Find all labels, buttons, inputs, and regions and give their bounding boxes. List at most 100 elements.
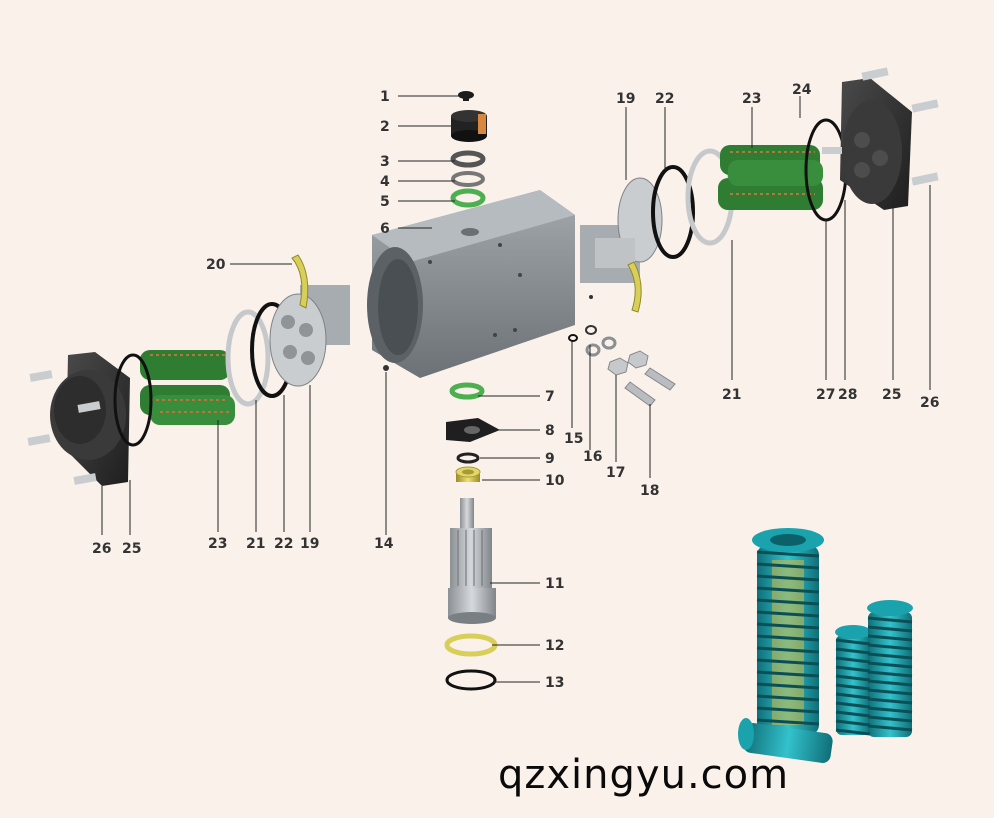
coil-stripe	[835, 701, 871, 709]
label-5: 5	[380, 194, 390, 210]
coil-stripe	[867, 715, 913, 723]
label-7: 7	[545, 389, 555, 405]
coil-stripe	[756, 598, 820, 606]
coil-stripe	[756, 682, 820, 690]
left-cap-bolts	[27, 370, 101, 485]
label-26-right: 26	[920, 395, 939, 411]
label-24: 24	[792, 82, 812, 98]
coil-stripe	[756, 718, 820, 726]
label-23-left: 23	[208, 536, 227, 552]
o-ring-7	[449, 382, 485, 400]
indicator-cap	[458, 91, 474, 101]
right-springs	[718, 145, 823, 210]
washers-16	[585, 295, 617, 357]
label-8: 8	[545, 423, 555, 439]
coil-stripe	[756, 574, 820, 582]
coil-stripe	[756, 694, 820, 702]
coil-stripe	[867, 688, 913, 696]
label-18: 18	[640, 483, 659, 499]
label-26-left: 26	[92, 541, 111, 557]
label-17: 17	[606, 465, 625, 481]
coil-stripe	[756, 610, 820, 618]
label-3: 3	[380, 154, 390, 170]
snap-ring-9	[456, 452, 480, 464]
label-9: 9	[545, 451, 555, 467]
label-20: 20	[206, 257, 226, 273]
coil-stripe	[835, 710, 871, 718]
nuts-17	[607, 350, 649, 376]
coil-stripe	[867, 679, 913, 687]
right-guide-band	[627, 261, 642, 313]
coil-stripe	[835, 647, 871, 655]
label-16: 16	[583, 449, 602, 465]
label-10: 10	[545, 473, 565, 489]
coil-stripe	[835, 719, 871, 727]
label-19-right: 19	[616, 91, 635, 107]
position-indicator	[451, 110, 487, 142]
right-cap-bolts	[822, 67, 939, 186]
bearing-ring-12	[444, 633, 498, 657]
coil-stripe	[867, 706, 913, 714]
o-ring-15	[568, 334, 578, 342]
coil-stripe	[756, 634, 820, 642]
washer-3	[450, 150, 486, 168]
coil-stripe	[835, 683, 871, 691]
left-springs	[140, 350, 235, 425]
label-25-right: 25	[882, 387, 901, 403]
coil-stripe	[835, 665, 871, 673]
o-ring-5	[450, 188, 486, 208]
website-watermark: qzxingyu.com	[498, 752, 790, 798]
right-end-cap	[840, 78, 912, 210]
coil-stripe	[835, 674, 871, 682]
label-21-left: 21	[246, 536, 265, 552]
label-21-right: 21	[722, 387, 741, 403]
label-6: 6	[380, 221, 390, 237]
coil-stripe	[867, 661, 913, 669]
coil-stripe	[756, 550, 820, 558]
label-23-right: 23	[742, 91, 761, 107]
label-14: 14	[374, 536, 394, 552]
label-15: 15	[564, 431, 583, 447]
label-25-left: 25	[122, 541, 141, 557]
label-1: 1	[380, 89, 390, 105]
left-guide-ring-21	[225, 309, 271, 407]
coil-stripe	[756, 562, 820, 570]
left-end-cap	[50, 352, 130, 486]
coil-stripe	[756, 586, 820, 594]
coil-stripe	[835, 692, 871, 700]
coil-stripe	[756, 658, 820, 666]
plug-14	[383, 365, 389, 371]
bolts-18	[624, 367, 676, 407]
label-11: 11	[545, 576, 564, 592]
left-guide-band-20	[291, 254, 309, 309]
label-4: 4	[380, 174, 390, 190]
label-28: 28	[838, 387, 857, 403]
label-12: 12	[545, 638, 564, 654]
coil-stripe	[867, 616, 913, 624]
left-piston-19	[269, 285, 350, 387]
pinion-shaft	[448, 498, 496, 624]
cam-plate-8	[446, 418, 500, 442]
actuator-body	[367, 190, 575, 378]
label-19-left: 19	[300, 536, 319, 552]
coil-stripe	[756, 646, 820, 654]
coil-stripe	[867, 652, 913, 660]
label-22-left: 22	[274, 536, 293, 552]
coil-stripe	[835, 728, 871, 736]
label-27: 27	[816, 387, 835, 403]
coil-stripe	[756, 670, 820, 678]
coil-stripe	[867, 724, 913, 732]
coil-stripe	[867, 670, 913, 678]
right-o-ring-22	[651, 165, 695, 259]
coil-stripe	[756, 622, 820, 630]
coil-stripe	[867, 625, 913, 633]
part-labels: 1 2 3 4 5 6 7 8 9 10 11 12 13 14 15 16 1…	[92, 82, 939, 691]
leader-lines	[101, 95, 931, 683]
coil-stripe	[867, 697, 913, 705]
o-ring-13	[445, 669, 497, 691]
label-13: 13	[545, 675, 564, 691]
label-2: 2	[380, 119, 390, 135]
coil-stripe	[835, 656, 871, 664]
coil-stripe	[867, 643, 913, 651]
teal-spring-coils	[756, 550, 913, 736]
